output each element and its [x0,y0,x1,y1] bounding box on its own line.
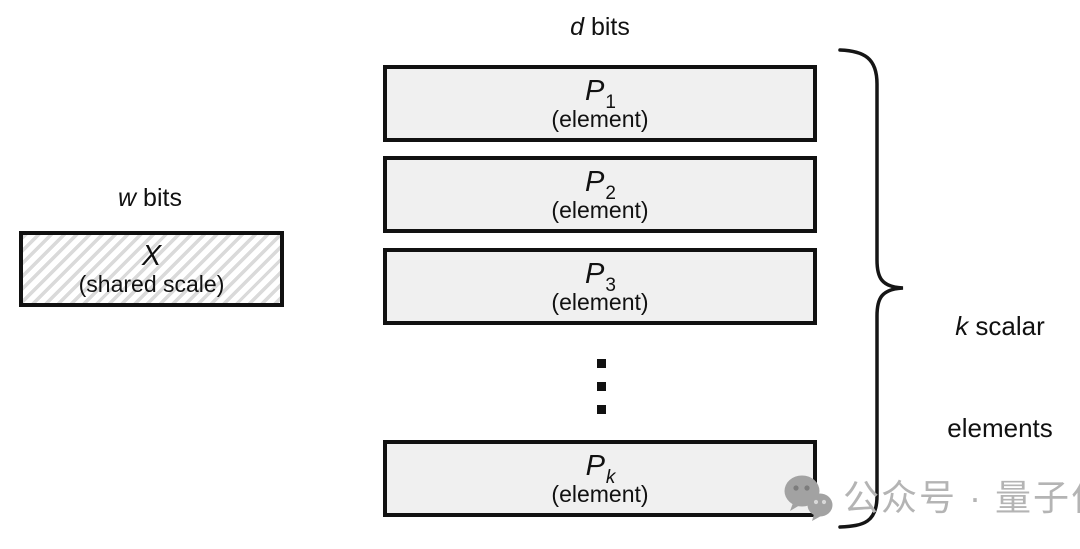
element-pk-name: Pk [585,449,616,487]
brace-label-line2: elements [947,413,1053,443]
element-p2-name: P2 [585,165,616,203]
element-box-p1: P1 (element) [383,65,817,142]
shared-scale-name: X [141,240,162,272]
ellipsis-dot [597,359,606,368]
element-pk-subscript: k [605,467,616,489]
vertical-ellipsis-icon [597,359,606,414]
d-bits-unit: bits [584,13,630,41]
element-p2-desc: (element) [551,196,649,223]
element-p3-subscript: 3 [605,275,616,297]
element-p3-name: P3 [585,257,616,295]
element-box-p3: P3 (element) [383,248,817,325]
brace-label-line1-rest: scalar [968,311,1045,341]
element-pk-symbol: P [585,449,605,482]
w-variable: w [118,184,137,212]
element-pk-desc: (element) [551,480,649,507]
element-p1-name: P1 [585,74,616,112]
k-variable: k [955,311,969,341]
chat-bubbles-icon [784,475,833,521]
shared-scale-box: X (shared scale) [19,231,284,307]
ellipsis-dot [597,382,606,391]
element-box-pk: Pk (element) [383,440,817,517]
watermark-text: 公众号 · 量子位 [843,477,1080,518]
element-p3-symbol: P [585,257,605,290]
element-p3-desc: (element) [551,288,649,315]
brace-label-line1: k scalar [905,309,1080,343]
element-p2-subscript: 2 [605,183,616,205]
element-box-p2: P2 (element) [383,156,817,233]
brace-label: k scalar elements [905,241,1080,513]
element-p2-symbol: P [585,165,605,198]
shared-scale-desc: (shared scale) [78,271,225,297]
d-variable: d [570,13,585,41]
watermark: 公众号 · 量子位 [781,472,1080,524]
ellipsis-dot [597,405,606,414]
element-p1-symbol: P [585,74,605,107]
element-p1-desc: (element) [551,105,649,132]
w-bits-label: w bits [15,183,285,213]
w-bits-unit: bits [136,184,182,212]
d-bits-label: d bits [465,12,735,42]
element-p1-subscript: 1 [605,92,616,114]
